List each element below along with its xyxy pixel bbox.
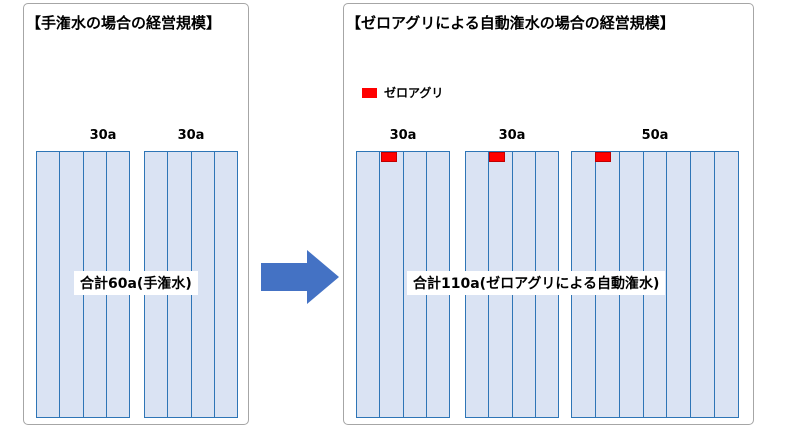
field-label-left-1: 30a: [89, 128, 117, 143]
field-strip: [690, 151, 716, 418]
field-label-right-2: 30a: [498, 128, 526, 143]
field-strip: [714, 151, 739, 418]
manual-irrigation-panel: 【手潅水の場合の経営規模】 30a 30a 合計60a(手潅水): [23, 3, 249, 425]
field-strip: [213, 151, 238, 418]
field-strip: [666, 151, 692, 418]
field-right-3: [571, 151, 739, 418]
field-strip: [36, 151, 61, 418]
legend-label: ゼロアグリ: [384, 86, 444, 100]
zero-agri-sensor-1: [381, 152, 397, 162]
field-strip: [356, 151, 381, 418]
field-label-right-3: 50a: [641, 128, 669, 143]
field-label-right-1: 30a: [389, 128, 417, 143]
auto-panel-title: 【ゼロアグリによる自動潅水の場合の経営規模】: [346, 14, 675, 32]
field-left-2: [144, 151, 238, 418]
manual-total-label: 合計60a(手潅水): [74, 271, 198, 295]
field-label-left-2: 30a: [177, 128, 205, 143]
legend: ゼロアグリ: [362, 84, 443, 101]
manual-panel-title: 【手潅水の場合の経営規模】: [26, 14, 222, 32]
zero-agri-sensor-3: [595, 152, 611, 162]
auto-total-label: 合計110a(ゼロアグリによる自動潅水): [407, 271, 666, 295]
zero-agri-sensor-2: [489, 152, 505, 162]
auto-irrigation-panel: 【ゼロアグリによる自動潅水の場合の経営規模】 ゼロアグリ 30a 30a 50a…: [343, 3, 754, 425]
arrow-right-icon: [261, 250, 339, 304]
field-strip: [379, 151, 404, 418]
zero-agri-swatch: [362, 87, 377, 98]
